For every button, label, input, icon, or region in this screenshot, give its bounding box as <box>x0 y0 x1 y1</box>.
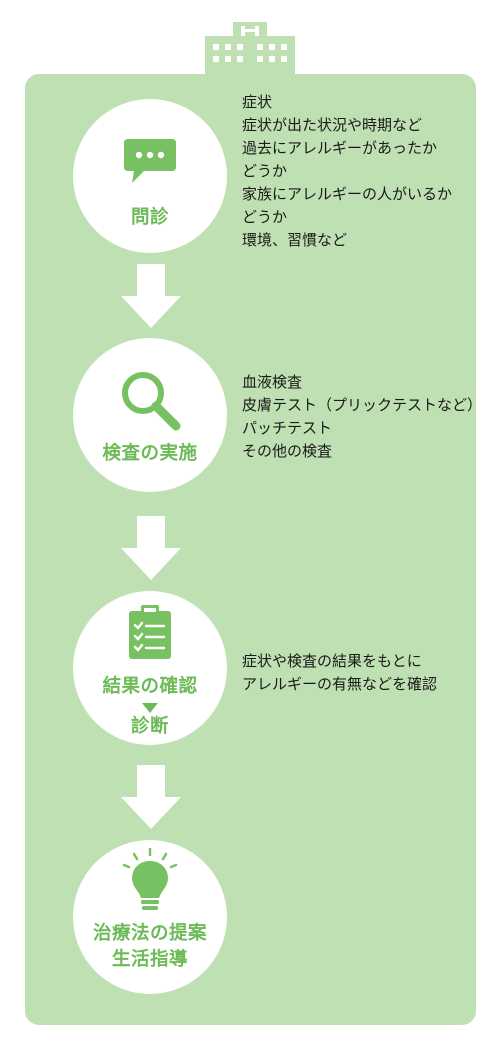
step-3-item: 症状や検査の結果をもとに <box>242 652 422 670</box>
step-4-subtitle: 生活指導 <box>111 949 188 970</box>
step-2-title: 検査の実施 <box>102 443 198 464</box>
step-1-title: 問診 <box>130 207 169 228</box>
step-1-item: 環境、習慣など <box>242 231 348 249</box>
step-2-circle: 検査の実施 <box>73 338 227 492</box>
step-1-item: どうか <box>242 208 288 226</box>
step-2-item: パッチテスト <box>242 419 333 437</box>
step-2-item: 皮膚テスト（プリックテストなど） <box>242 396 483 414</box>
magnifier-icon <box>122 372 181 431</box>
hospital-building-icon <box>205 22 295 78</box>
step-1-item: 症状 <box>242 93 273 111</box>
step-2-details: 血液検査 皮膚テスト（プリックテストなど） パッチテスト その他の検査 <box>242 371 482 463</box>
clipboard-checklist-icon <box>129 605 171 659</box>
step-1-item: どうか <box>242 162 288 180</box>
down-arrow-icon <box>121 765 181 829</box>
step-3-item: アレルギーの有無などを確認 <box>242 675 438 693</box>
speech-bubble-icon <box>124 139 176 183</box>
flow-panel: 問診 症状 症状が出た状況や時期など 過去にアレルギーがあったか どうか 家族に… <box>25 74 482 1025</box>
step-1-details: 症状 症状が出た状況や時期など 過去にアレルギーがあったか どうか 家族にアレル… <box>242 91 452 252</box>
step-2-item: その他の検査 <box>242 442 333 460</box>
step-1-item: 家族にアレルギーの人がいるか <box>242 185 453 203</box>
step-3-title: 結果の確認 <box>102 676 198 697</box>
small-down-triangle-icon <box>142 703 158 713</box>
step-1-item: 過去にアレルギーがあったか <box>242 139 438 157</box>
step-3-details: 症状や検査の結果をもとに アレルギーの有無などを確認 <box>242 650 437 696</box>
down-arrow-icon <box>121 264 181 328</box>
lightbulb-icon <box>122 848 178 910</box>
step-3-subtitle: 診断 <box>130 716 169 737</box>
down-arrow-icon <box>121 516 181 580</box>
step-2-item: 血液検査 <box>242 373 303 391</box>
step-3-circle: 結果の確認 診断 <box>73 591 227 745</box>
step-4-title: 治療法の提案 <box>92 923 207 944</box>
step-4-circle: 治療法の提案 生活指導 <box>73 840 227 994</box>
step-1-circle: 問診 <box>73 99 227 253</box>
step-1-item: 症状が出た状況や時期など <box>242 116 423 134</box>
